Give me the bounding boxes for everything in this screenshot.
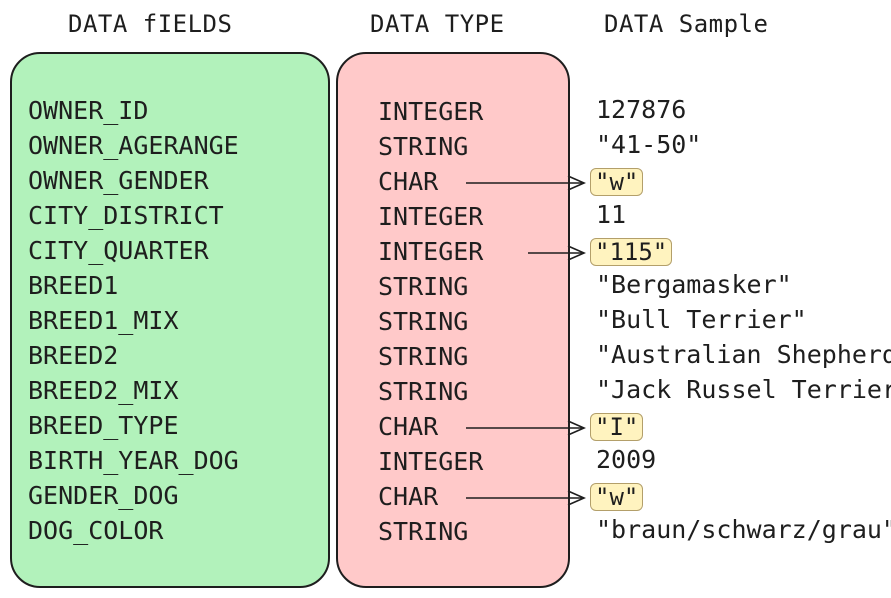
sample-value: "Jack Russel Terrier" — [596, 375, 891, 404]
field-name: CITY_DISTRICT — [28, 201, 224, 230]
field-type: STRING — [378, 307, 469, 336]
sample-value: 2009 — [596, 445, 657, 474]
field-name: BREED1_MIX — [28, 306, 179, 335]
sample-value: 11 — [596, 200, 627, 229]
field-name: DOG_COLOR — [28, 516, 164, 545]
field-type: CHAR — [378, 167, 439, 196]
field-type: STRING — [378, 517, 469, 546]
sample-value: "41-50" — [596, 130, 702, 159]
data-sample-header: DATA Sample — [604, 10, 769, 38]
field-type: INTEGER — [378, 237, 484, 266]
data-type-header: DATA TYPE — [370, 10, 505, 38]
field-type: STRING — [378, 377, 469, 406]
sample-value: "braun/schwarz/grau" — [596, 515, 891, 544]
field-name: BREED2_MIX — [28, 376, 179, 405]
field-type: INTEGER — [378, 447, 484, 476]
field-type: CHAR — [378, 482, 439, 511]
sample-value: "Bull Terrier" — [596, 305, 807, 334]
field-type: CHAR — [378, 412, 439, 441]
sample-value: "Australian Shepherd" — [596, 340, 891, 369]
field-name: OWNER_GENDER — [28, 166, 209, 195]
field-type: INTEGER — [378, 202, 484, 231]
sample-value: "Bergamasker" — [596, 270, 792, 299]
sample-value: 127876 — [596, 95, 687, 124]
data-fields-header: DATA fIELDS — [68, 10, 233, 38]
field-name: BREED1 — [28, 271, 119, 300]
field-type: INTEGER — [378, 97, 484, 126]
field-name: BIRTH_YEAR_DOG — [28, 446, 239, 475]
field-name: BREED2 — [28, 341, 119, 370]
field-name: OWNER_AGERANGE — [28, 131, 239, 160]
field-type: STRING — [378, 132, 469, 161]
field-name: CITY_QUARTER — [28, 236, 209, 265]
highlighted-sample: "w" — [590, 168, 644, 196]
highlighted-sample: "I" — [590, 413, 644, 441]
field-name: OWNER_ID — [28, 96, 149, 125]
field-type: STRING — [378, 272, 469, 301]
field-name: BREED_TYPE — [28, 411, 179, 440]
field-name: GENDER_DOG — [28, 481, 179, 510]
data-fields-box — [10, 52, 330, 588]
highlighted-sample: "w" — [590, 483, 644, 511]
field-type: STRING — [378, 342, 469, 371]
highlighted-sample: "115" — [590, 238, 673, 266]
